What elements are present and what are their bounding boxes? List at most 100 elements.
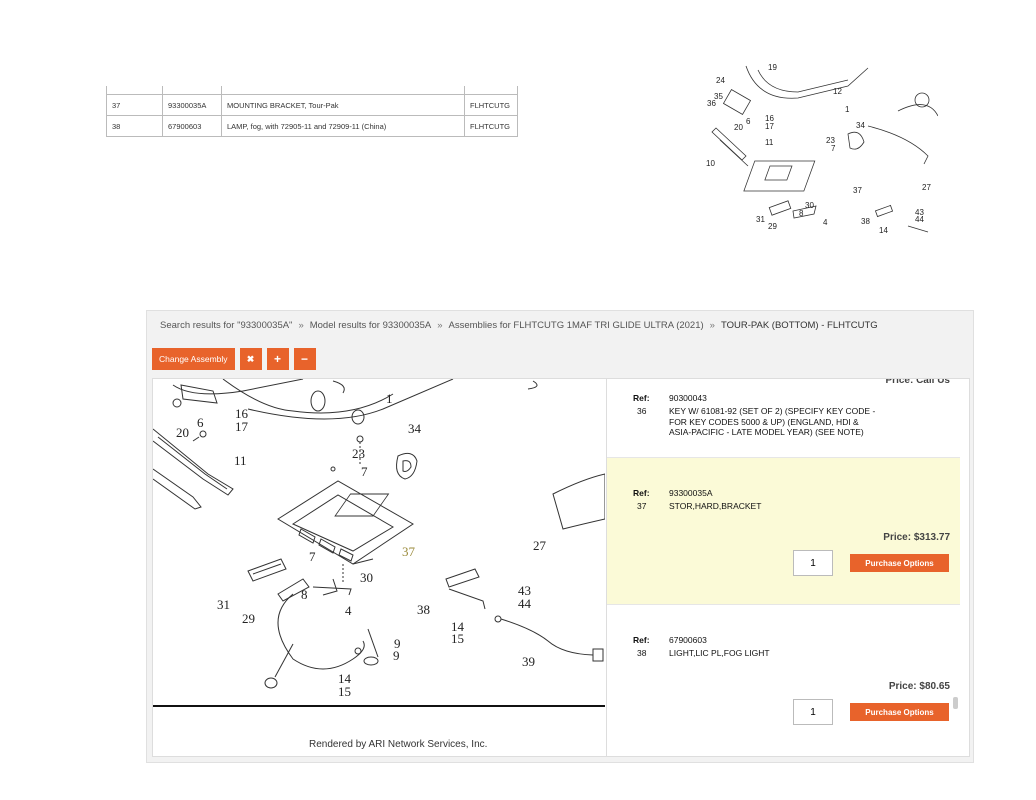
diagram-callout: 36 (707, 99, 716, 108)
ref-number: 36 (637, 406, 647, 416)
diagram-callout: 27 (922, 183, 931, 192)
diagram-callout: 31 (756, 215, 765, 224)
table-cell-model: FLHTCUTG (464, 115, 518, 137)
diagram-callout[interactable]: 15 (338, 684, 351, 699)
part-number: 90300043 (669, 393, 707, 403)
rendered-by-credit: Rendered by ARI Network Services, Inc. (309, 739, 488, 750)
diagram-callout[interactable]: 9 (393, 648, 400, 663)
zoom-in-button[interactable]: + (266, 348, 289, 370)
diagram-callout[interactable]: 20 (176, 425, 189, 440)
part-price: Price: Call Us (885, 378, 950, 386)
diagram-callout[interactable]: 1 (386, 391, 393, 406)
part-description: KEY W/ 61081-92 (SET OF 2) (SPECIFY KEY … (669, 406, 876, 437)
assembly-diagram[interactable]: 1 6 16 17 20 34 11 23 7 37 27 7 30 31 29… (153, 379, 605, 756)
table-row: 37 93300035A MOUNTING BRACKET, Tour-Pak … (106, 94, 518, 116)
diagram-callout: 11 (765, 138, 774, 147)
diagram-callout[interactable]: 27 (533, 538, 547, 553)
breadcrumb-link-model[interactable]: Model results for 93300035A (309, 320, 432, 331)
table-cell-ref: 37 (106, 94, 163, 116)
diagram-callout[interactable]: 39 (522, 654, 535, 669)
diagram-callout[interactable]: 44 (518, 596, 532, 611)
diagram-callout: 12 (833, 87, 842, 96)
diagram-callout[interactable]: 34 (408, 421, 422, 436)
ref-number: 37 (637, 501, 647, 511)
diagram-callout: 16 (765, 114, 774, 123)
diagram-callout: 43 (915, 208, 924, 217)
diagram-callout: 6 (746, 117, 751, 126)
diagram-callout: 1 (845, 105, 850, 114)
toolbar: Change Assembly ✖ + − (152, 348, 316, 370)
diagram-callout: 35 (714, 92, 723, 101)
ref-label: Ref: (633, 488, 650, 498)
diagram-callout[interactable]: 8 (301, 587, 308, 602)
part-number: 67900603 (669, 635, 707, 645)
diagram-callout[interactable]: 23 (352, 446, 365, 461)
part-price: Price: $313.77 (883, 532, 950, 543)
ref-label: Ref: (633, 635, 650, 645)
scrollbar-thumb[interactable] (953, 697, 958, 709)
diagram-callout: 10 (706, 159, 715, 168)
diagram-callout[interactable]: 9 (394, 636, 401, 651)
diagram-callout: 4 (823, 218, 828, 227)
table-row (106, 86, 518, 95)
diagram-callout[interactable]: 14 (338, 671, 352, 686)
parts-table: 37 93300035A MOUNTING BRACKET, Tour-Pak … (106, 86, 518, 137)
diagram-callout: 29 (768, 222, 777, 231)
table-cell-model: FLHTCUTG (464, 94, 518, 116)
diagram-callout[interactable]: 6 (197, 415, 204, 430)
diagram-callout[interactable]: 16 (235, 406, 249, 421)
part-description: LIGHT,LIC PL,FOG LIGHT (669, 648, 770, 658)
exploded-diagram-thumbnail: 19 24 12 35 36 20 6 16 17 1 34 23 7 11 1… (706, 63, 938, 235)
diagram-callout: 7 (831, 144, 836, 153)
part-item: Ref: 38 67900603 LIGHT,LIC PL,FOG LIGHT … (607, 605, 960, 755)
diagram-callout: 30 (805, 201, 814, 210)
breadcrumb: Search results for "93300035A" » Model res… (160, 320, 878, 331)
diagram-callout[interactable]: 29 (242, 611, 255, 626)
part-item-highlighted: Ref: 37 93300035A STOR,HARD,BRACKET Pric… (607, 458, 960, 604)
breadcrumb-link-assemblies[interactable]: Assemblies for FLHTCUTG 1MAF TRI GLIDE U… (448, 320, 704, 331)
diagram-callout: 20 (734, 123, 743, 132)
quantity-input[interactable] (793, 699, 833, 725)
divider (607, 604, 960, 605)
purchase-options-button[interactable]: Purchase Options (850, 554, 949, 572)
ref-label: Ref: (633, 393, 650, 403)
table-cell-part: 67900603 (162, 115, 222, 137)
table-cell-part: 93300035A (162, 94, 222, 116)
part-description: STOR,HARD,BRACKET (669, 501, 762, 511)
breadcrumb-separator: » (298, 320, 304, 331)
purchase-options-button[interactable]: Purchase Options (850, 703, 949, 721)
diagram-callout: 37 (853, 186, 862, 195)
table-row: 38 67900603 LAMP, fog, with 72905-11 and… (106, 115, 518, 137)
diagram-callout: 23 (826, 136, 835, 145)
breadcrumb-current: TOUR-PAK (BOTTOM) - FLHTCUTG (720, 320, 878, 331)
diagram-callout[interactable]: 4 (345, 603, 352, 618)
zoom-out-button[interactable]: − (293, 348, 316, 370)
diagram-callout[interactable]: 11 (234, 453, 247, 468)
quantity-input[interactable] (793, 550, 833, 576)
table-cell-desc: MOUNTING BRACKET, Tour-Pak (221, 94, 465, 116)
diagram-callout[interactable]: 14 (451, 619, 465, 634)
diagram-callout[interactable]: 31 (217, 597, 230, 612)
parts-lookup-panel: Search results for "93300035A" » Model res… (146, 310, 974, 763)
diagram-callout[interactable]: 37 (402, 544, 416, 559)
diagram-callout: 14 (879, 226, 888, 235)
fit-to-screen-icon[interactable]: ✖ (239, 348, 262, 370)
assembly-viewer: 1 6 16 17 20 34 11 23 7 37 27 7 30 31 29… (152, 378, 970, 757)
diagram-callout: 24 (716, 76, 725, 85)
breadcrumb-link-search[interactable]: Search results for "93300035A" (160, 320, 293, 331)
part-price: Price: $80.65 (888, 681, 950, 692)
diagram-callout[interactable]: 17 (235, 419, 249, 434)
diagram-callout[interactable]: 38 (417, 602, 430, 617)
diagram-callout[interactable]: 43 (518, 583, 531, 598)
diagram-callout: 19 (768, 63, 777, 72)
parts-list: Price: Call Us Ref: 36 90300043 KEY W/ 6… (606, 379, 960, 756)
diagram-callout: 44 (915, 215, 924, 224)
change-assembly-button[interactable]: Change Assembly (152, 348, 235, 370)
diagram-callout[interactable]: 7 (361, 464, 368, 479)
part-number: 93300035A (669, 488, 713, 498)
part-item: Price: Call Us Ref: 36 90300043 KEY W/ 6… (607, 379, 960, 457)
divider (607, 457, 960, 458)
diagram-callout[interactable]: 15 (451, 631, 464, 646)
diagram-callout[interactable]: 30 (360, 570, 373, 585)
diagram-callout[interactable]: 7 (309, 549, 316, 564)
